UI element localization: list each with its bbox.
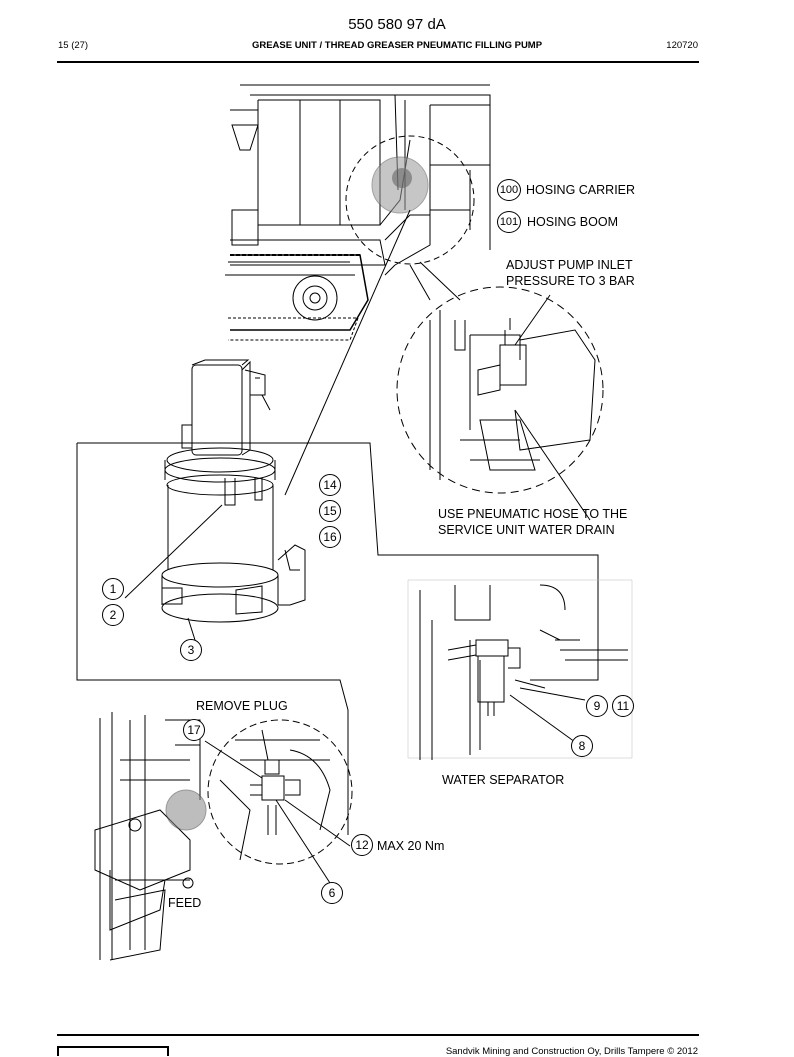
label-remove-plug: REMOVE PLUG xyxy=(196,699,288,713)
rig-machine-illustration xyxy=(225,84,491,341)
label-adjust-pump-line2: PRESSURE TO 3 BAR xyxy=(506,274,635,288)
detail-circle-top xyxy=(345,135,475,265)
label-hosing-boom: HOSING BOOM xyxy=(527,215,618,229)
callout-14: 14 xyxy=(319,474,341,496)
callout-101: 101 xyxy=(497,211,521,233)
callout-2: 2 xyxy=(102,604,124,626)
document-number: 550 580 97 dA xyxy=(348,16,446,33)
footer-copyright: Sandvik Mining and Construction Oy, Dril… xyxy=(445,1046,698,1057)
callout-8: 8 xyxy=(571,735,593,757)
label-feed: FEED xyxy=(168,896,202,910)
label-pneumatic-hose-line1: USE PNEUMATIC HOSE TO THE xyxy=(438,507,628,521)
callout-1: 1 xyxy=(102,578,124,600)
label-pneumatic-hose-line2: SERVICE UNIT WATER DRAIN xyxy=(438,523,615,537)
page-title: GREASE UNIT / THREAD GREASER PNEUMATIC F… xyxy=(251,40,543,51)
callout-100: 100 xyxy=(497,179,521,201)
sandvik-logo xyxy=(57,1046,169,1056)
feed-illustration xyxy=(94,712,207,961)
callout-3: 3 xyxy=(180,639,202,661)
label-hosing-carrier: HOSING CARRIER xyxy=(526,183,636,197)
page-number: 15 (27) xyxy=(58,40,89,51)
label-max-torque: MAX 20 Nm xyxy=(377,839,445,853)
panel-outline-upper xyxy=(77,442,599,681)
callout-12: 12 xyxy=(351,834,373,856)
remove-plug-detail xyxy=(207,719,353,865)
water-separator-illustration xyxy=(407,579,633,760)
footer-rule xyxy=(57,1034,699,1036)
callout-11: 11 xyxy=(612,695,634,717)
callout-6: 6 xyxy=(321,882,343,904)
callout-9: 9 xyxy=(586,695,608,717)
callout-15: 15 xyxy=(319,500,341,522)
callout-17: 17 xyxy=(183,719,205,741)
header-rule xyxy=(57,61,699,63)
document-date: 120720 xyxy=(666,40,698,51)
grease-container-illustration xyxy=(161,359,306,623)
callout-16: 16 xyxy=(319,526,341,548)
label-water-separator: WATER SEPARATOR xyxy=(442,773,565,787)
label-adjust-pump-line1: ADJUST PUMP INLET xyxy=(506,258,633,272)
pump-inlet-detail xyxy=(396,286,604,521)
